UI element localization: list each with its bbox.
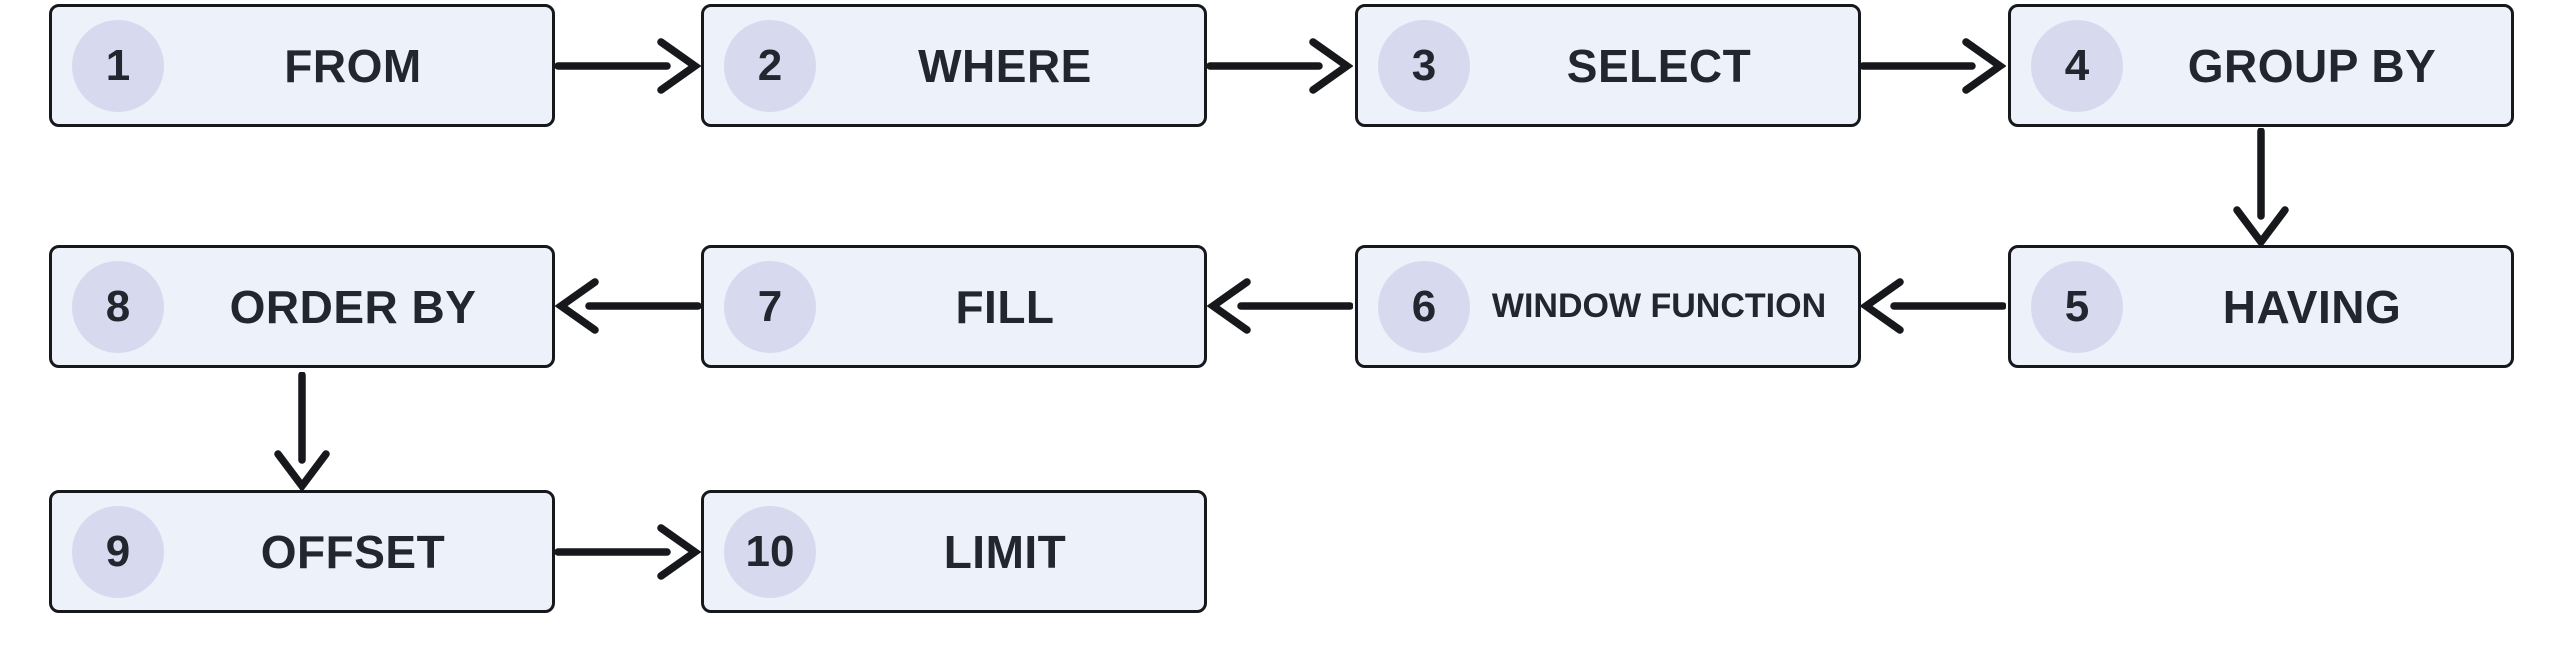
step-label: GROUP BY [2187, 39, 2437, 92]
arrow-window-function-to-fill-icon [1207, 278, 1353, 334]
step-node-where: 2 WHERE [701, 4, 1207, 127]
step-number-badge: 2 [724, 19, 816, 112]
arrow-select-to-group-by-icon [1860, 38, 2006, 94]
step-node-having: 5 HAVING [2008, 245, 2514, 368]
step-node-group-by: 4 GROUP BY [2008, 4, 2514, 127]
step-number-badge: 6 [1378, 260, 1470, 353]
step-node-window-function: 6 WINDOW FUNCTION [1355, 245, 1861, 368]
step-label: WHERE [918, 39, 1092, 92]
step-label: ORDER BY [229, 280, 477, 333]
step-number-badge: 4 [2031, 19, 2123, 112]
arrow-having-to-window-function-icon [1860, 278, 2006, 334]
step-label: LIMIT [943, 525, 1067, 578]
step-node-fill: 7 FILL [701, 245, 1207, 368]
step-number-badge: 9 [72, 505, 164, 598]
step-number-badge: 8 [72, 260, 164, 353]
step-node-order-by: 8 ORDER BY [49, 245, 555, 368]
step-number-badge: 10 [724, 505, 816, 598]
arrow-fill-to-order-by-icon [555, 278, 701, 334]
step-label: WINDOW FUNCTION [1491, 287, 1827, 325]
step-number-badge: 3 [1378, 19, 1470, 112]
arrow-where-to-select-icon [1207, 38, 1353, 94]
step-label: FROM [284, 39, 422, 92]
step-label: OFFSET [260, 525, 446, 578]
step-number-badge: 7 [724, 260, 816, 353]
step-node-select: 3 SELECT [1355, 4, 1861, 127]
step-number-badge: 5 [2031, 260, 2123, 353]
step-number-badge: 1 [72, 19, 164, 112]
arrow-order-by-to-offset-icon [274, 372, 330, 492]
step-label: HAVING [2222, 280, 2402, 333]
arrow-offset-to-limit-icon [555, 524, 701, 580]
step-label: SELECT [1566, 39, 1752, 92]
step-node-from: 1 FROM [49, 4, 555, 127]
step-node-limit: 10 LIMIT [701, 490, 1207, 613]
step-label: FILL [955, 280, 1055, 333]
arrow-from-to-where-icon [555, 38, 701, 94]
step-node-offset: 9 OFFSET [49, 490, 555, 613]
arrow-group-by-to-having-icon [2233, 128, 2289, 248]
